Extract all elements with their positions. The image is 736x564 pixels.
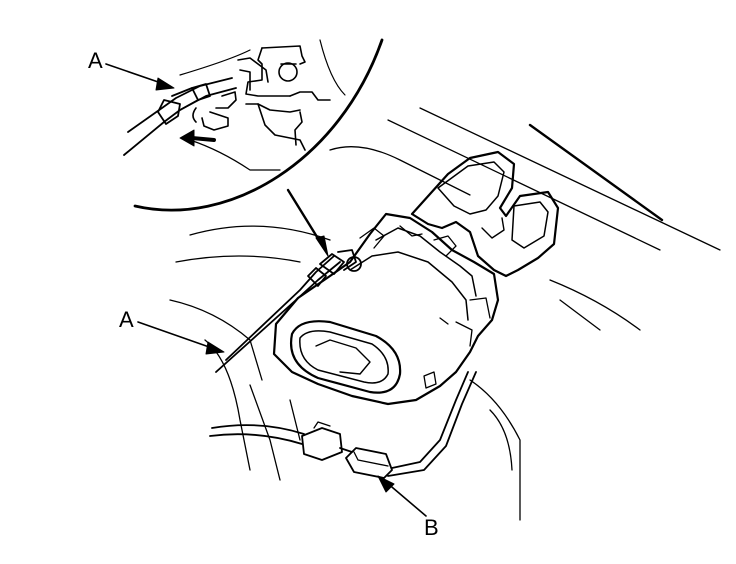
clip-bracket-detail <box>192 45 331 151</box>
callout-label-a-bottom: A <box>119 307 134 332</box>
connector-left <box>301 427 343 461</box>
sensor-window <box>289 320 402 394</box>
slide-arrow <box>179 129 216 147</box>
leader-a-top <box>105 63 165 85</box>
callout-label-a-top: A <box>88 48 103 73</box>
callout-label-b: B <box>424 515 439 540</box>
detail-magnifier <box>123 38 384 212</box>
magnifier-outline <box>133 38 384 212</box>
cable-detail <box>123 77 237 156</box>
detail-pointer <box>286 188 329 257</box>
connector-b <box>345 447 393 479</box>
leader-a-bottom <box>137 321 213 349</box>
floor-panel-lines <box>169 107 721 521</box>
callout-leaders <box>105 63 427 517</box>
sensor-assembly <box>272 150 560 406</box>
wire-harness <box>209 371 477 479</box>
leader-b <box>385 481 427 517</box>
sensor-cable-a <box>215 249 362 373</box>
